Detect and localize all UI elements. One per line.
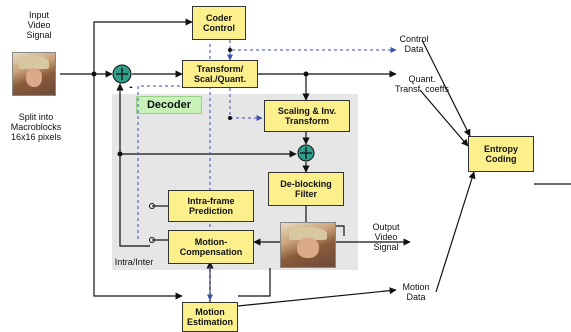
junction-dot [91,71,97,77]
switch-terminal-inter [149,237,155,243]
motion-data-label: Motion Data [402,282,430,302]
motion-est-to-frame-line [238,268,271,297]
motion-est-to-motion-data-line [237,287,397,307]
coeffs-to-entropy-line [419,89,469,147]
control-to-entropy-line [421,39,471,137]
junction-dot [228,116,232,120]
entropy-coding-block: Entropy Coding [468,136,534,172]
input-to-motion-estimation-line [93,74,183,300]
coder-control-block: Coder Control [192,6,246,40]
control-to-scaling-dashed [229,88,263,121]
transform-scal-quant-block: Transform/ Scal./Quant. [182,60,258,88]
scaling-inv-transform-block: Scaling & Inv. Transform [264,100,350,132]
subtractor-node [112,64,132,84]
coder-control-data-dashed [229,40,397,53]
output-video-signal-label: Output Video Signal [372,222,400,252]
junction-dot [303,71,309,77]
output-frame-thumbnail [280,222,336,268]
junction-dot [117,151,123,157]
input-frame-thumbnail [12,52,56,96]
input-video-signal-label: Input Video Signal [26,10,52,40]
split-macroblocks-label: Split into Macroblocks 16x16 pixels [10,112,62,142]
decoder-label: Decoder [136,96,202,114]
junction-dot [228,48,232,52]
input-to-coder-control-line [93,18,193,74]
motion-compensation-block: Motion- Compensation [168,230,254,264]
motion-estimation-block: Motion Estimation [182,302,238,332]
switch-terminal-intra [149,203,155,209]
intra-frame-prediction-block: Intra-frame Prediction [168,190,254,222]
deblocking-filter-block: De-blocking Filter [268,172,344,206]
subtract-sign: - [129,81,133,93]
switch-output-line [119,154,150,247]
control-data-label: Control Data [399,34,429,54]
motion-data-to-entropy-line [435,171,476,293]
intra-inter-label: Intra/Inter [114,257,154,267]
adder-node [297,144,315,162]
quant-transf-coeffs-label: Quant. Transf. coeffs [394,74,450,94]
